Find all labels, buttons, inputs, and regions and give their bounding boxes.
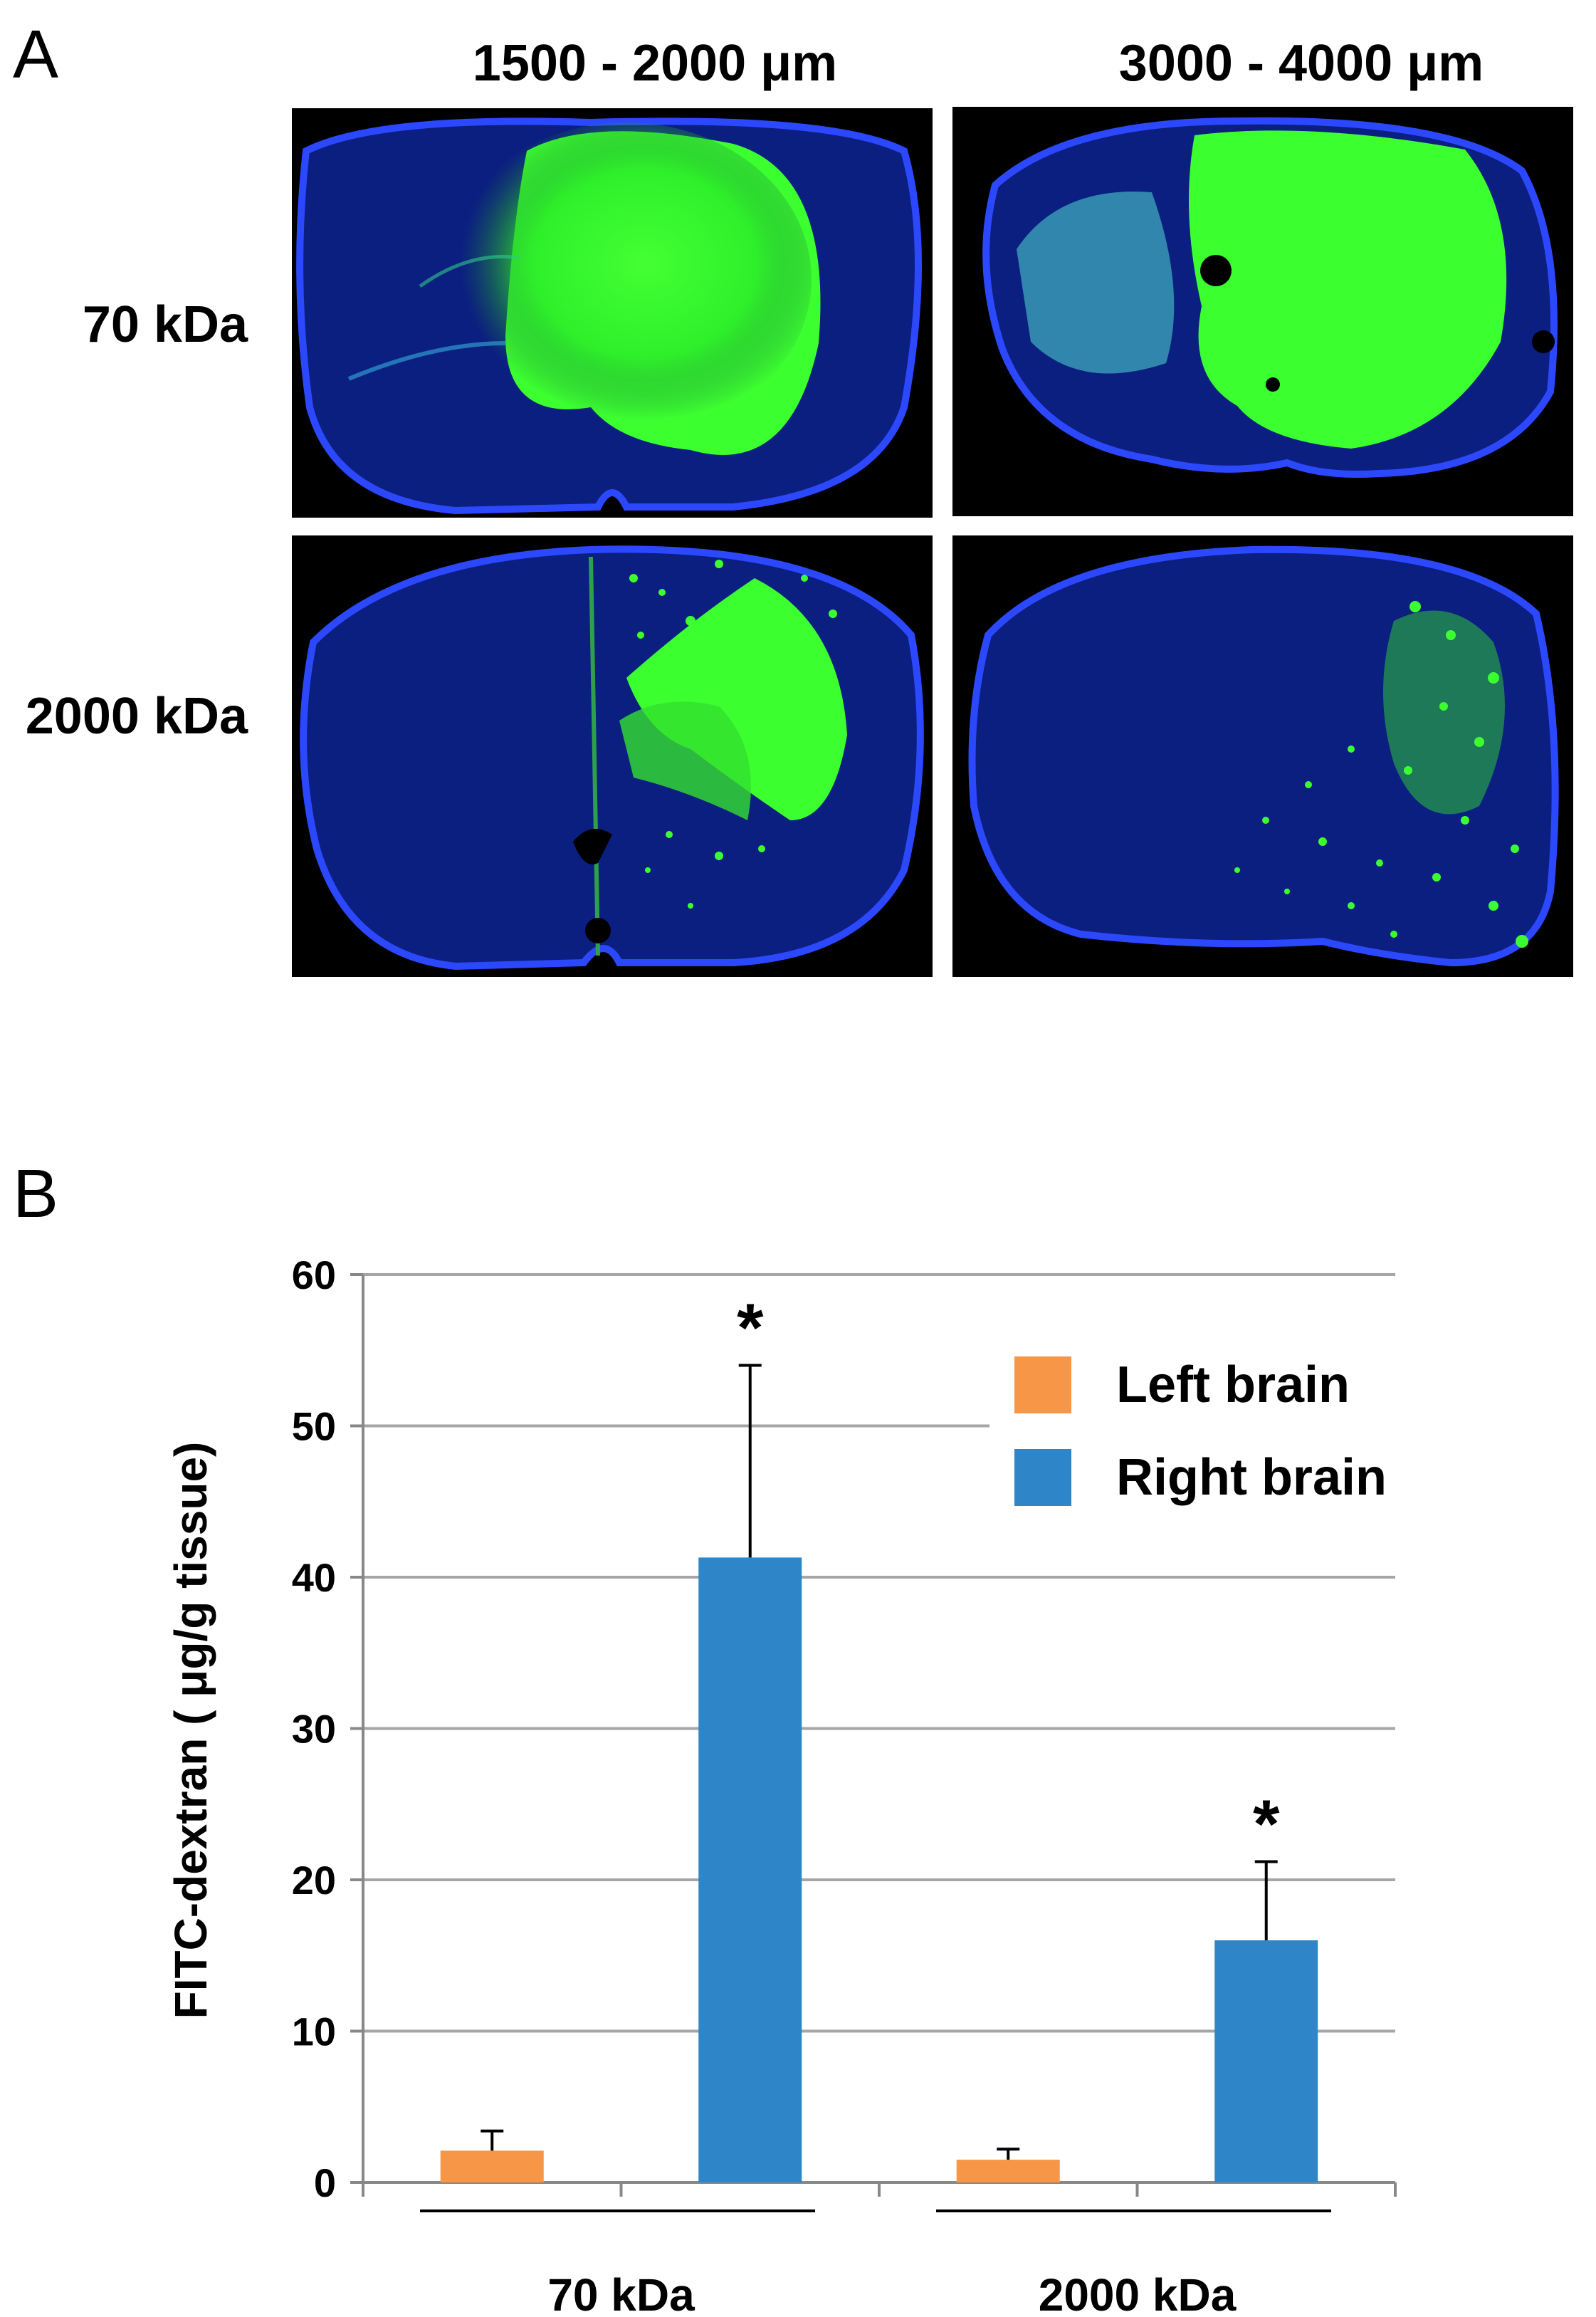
column-header-3000-4000: 3000 - 4000 μm: [1118, 35, 1484, 92]
bar-left-brain: [956, 2160, 1060, 2182]
y-tick-label: 0: [314, 2160, 336, 2205]
panel-b-letter: B: [13, 1156, 59, 1232]
row-header-70kda: 70 kDa: [82, 296, 248, 353]
bar-right-brain: [1214, 1940, 1318, 2182]
micrograph-70kda-1500-2000um: [292, 108, 933, 518]
y-tick-label: 60: [292, 1252, 336, 1297]
y-axis-label: FITC-dextran ( μg/g tissue): [165, 1442, 216, 2019]
micrograph-2000kda-3000-4000um: [952, 535, 1573, 977]
bar-left-brain: [440, 2150, 544, 2182]
legend-swatch-right-brain: [1014, 1449, 1071, 1506]
category-label: 2000 kDa: [1039, 2269, 1237, 2317]
micrograph-2000kda-1500-2000um: [292, 535, 933, 977]
y-tick-label: 40: [292, 1555, 336, 1600]
y-tick-label: 30: [292, 1707, 336, 1752]
legend-label: Left brain: [1116, 1356, 1350, 1413]
column-header-1500-2000: 1500 - 2000 μm: [472, 35, 838, 92]
legend-label: Right brain: [1116, 1449, 1387, 1506]
row-header-2000kda: 2000 kDa: [25, 688, 248, 745]
significance-star: *: [737, 1290, 764, 1366]
micrograph-70kda-3000-4000um: [952, 107, 1573, 516]
bar-right-brain: [698, 1557, 802, 2182]
legend-swatch-left-brain: [1014, 1356, 1071, 1413]
category-label: 70 kDa: [547, 2269, 695, 2317]
bar-chart: 0 10 20 30 40 50 60 * * 70 kDa 2000 kDa FITC-dex…: [165, 1252, 1402, 2317]
significance-star: *: [1253, 1787, 1280, 1863]
y-tick-label: 20: [292, 1858, 336, 1903]
y-tick-label: 50: [292, 1404, 336, 1449]
y-tick-label: 10: [292, 2009, 336, 2054]
panel-a-letter: A: [13, 16, 59, 93]
